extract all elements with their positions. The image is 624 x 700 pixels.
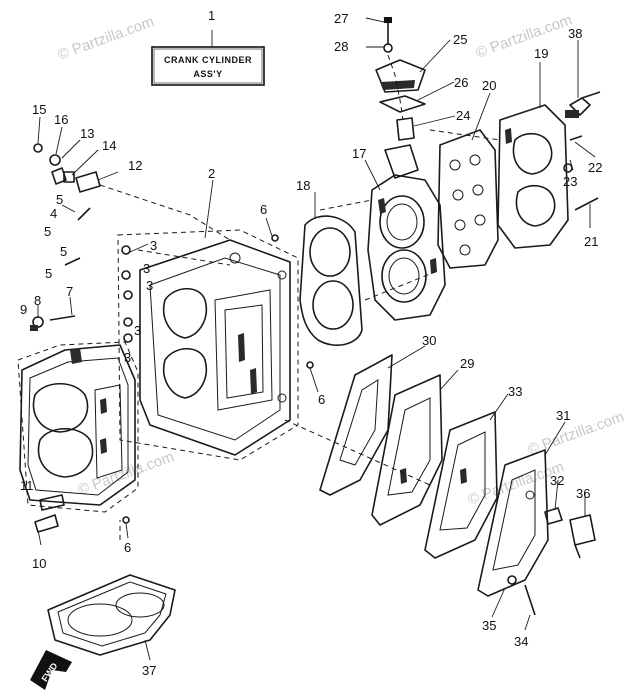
bolt-34 [507,575,536,616]
watermark: © Partzilla.com [56,13,157,64]
callout-number: 6 [260,202,267,217]
callout-number: 27 [334,11,348,26]
callout-number: 3 [143,261,150,276]
assembly-label-line1: CRANK CYLINDER [164,55,252,65]
thermostat [396,117,415,141]
cover-gasket [379,95,426,113]
callout-number: 22 [588,160,602,175]
callout-number: 26 [454,75,468,90]
callout-leaders [37,17,596,661]
callouts: 1 2 3 3 3 3 3 4 5 5 5 5 6 6 6 7 8 9 10 1… [20,8,602,678]
callout-number: 10 [32,556,46,571]
head-gasket [437,129,499,269]
cylinder-gasket [299,215,363,346]
cylinder-head [497,104,569,249]
callout-number: 25 [453,32,467,47]
callout-number: 29 [460,356,474,371]
callout-number: 31 [556,408,570,423]
callout-number: 13 [80,126,94,141]
assembly-label: CRANK CYLINDER ASS'Y [151,30,265,86]
callout-number: 3 [150,238,157,253]
callout-number: 7 [66,284,73,299]
callout-number: 4 [50,206,57,221]
assembly-lines [99,54,501,540]
callout-number: 12 [128,158,142,173]
callout-number: 3 [134,323,141,338]
callout-number: 32 [550,473,564,488]
fitting-36 [569,514,596,559]
callout-number: 18 [296,178,310,193]
watermark: © Partzilla.com [474,11,575,62]
callout-number: 16 [54,112,68,127]
assembly-label-line2: ASS'Y [193,69,222,79]
callout-number: 17 [352,146,366,161]
callout-number: 28 [334,39,348,54]
spark-plug [565,91,601,118]
exhaust-cover-33 [424,411,498,559]
callout-number: 9 [20,302,27,317]
callout-number: 6 [124,540,131,555]
crankcase [139,239,291,456]
fwd-arrow: FWD [30,650,72,690]
callout-number: 37 [142,663,156,678]
callout-number: 30 [422,333,436,348]
callout-number: 36 [576,486,590,501]
callout-number: 11 [20,478,34,493]
cylinder-body [367,144,446,321]
callout-number: 5 [44,224,51,239]
crankcase-half [19,344,136,506]
assembly-outline [117,229,299,461]
callout-number: 38 [568,26,582,41]
callout-number: 5 [45,266,52,281]
callout-number: 20 [482,78,496,93]
watermarks: © Partzilla.com © Partzilla.com © Partzi… [56,11,624,509]
callout-number: 35 [482,618,496,633]
small-parts-left [30,143,314,533]
callout-number: 8 [34,293,41,308]
bolt-27 [383,17,393,53]
callout-number: 19 [534,46,548,61]
exhaust-outer-31 [477,449,549,597]
fitting-32 [544,507,563,525]
callout-number: 3 [124,350,131,365]
callout-number: 1 [208,8,215,23]
callout-number: 33 [508,384,522,399]
callout-number: 6 [318,392,325,407]
callout-number: 24 [456,108,470,123]
base-gasket [47,574,176,656]
exhaust-plate-29 [371,374,443,526]
callout-number: 21 [584,234,598,249]
exhaust-gasket-30 [319,354,393,496]
callout-number: 23 [563,174,577,189]
callout-number: 5 [60,244,67,259]
callout-number: 34 [514,634,528,649]
callout-number: 14 [102,138,116,153]
callout-number: 15 [32,102,46,117]
callout-number: 3 [146,278,153,293]
callout-number: 5 [56,192,63,207]
callout-number: 2 [208,166,215,181]
